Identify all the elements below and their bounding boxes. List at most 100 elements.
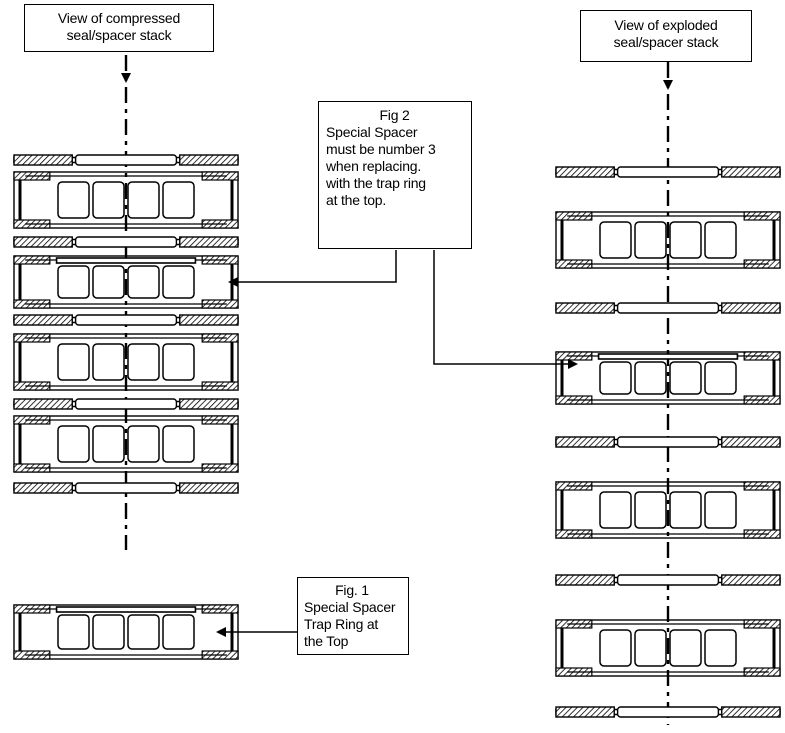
fig2-line-1: Special Spacer xyxy=(326,124,418,140)
spacer xyxy=(13,333,239,391)
spacer xyxy=(555,619,781,677)
spacer-window xyxy=(57,425,90,463)
spacer-window xyxy=(57,614,90,650)
spacer-window xyxy=(127,181,160,219)
spacer-window xyxy=(162,614,195,650)
fig2-leader-to-compressed xyxy=(232,250,397,283)
seal-ring xyxy=(13,482,239,494)
seal-right-end xyxy=(179,482,239,494)
spacer-window xyxy=(669,361,702,395)
spacer-window xyxy=(669,629,702,667)
fig1-line-3: the Top xyxy=(304,633,349,649)
spacer-outline xyxy=(555,619,781,677)
special-spacer xyxy=(555,351,781,405)
seal-right-end xyxy=(179,236,239,248)
compressed-label-line-1: View of compressed xyxy=(57,10,181,26)
spacer-window xyxy=(704,361,737,395)
spacer-window xyxy=(162,343,195,381)
spacer-window xyxy=(599,491,632,529)
spacer-window xyxy=(634,221,667,259)
spacer-outline xyxy=(13,333,239,391)
trap-ring xyxy=(597,353,739,360)
seal-right-end xyxy=(179,154,239,166)
seal-ring xyxy=(13,398,239,410)
spacer-window xyxy=(127,343,160,381)
spacer-window xyxy=(92,425,125,463)
exploded-stack xyxy=(555,62,781,725)
spacer-window xyxy=(127,425,160,463)
spacer-window xyxy=(599,361,632,395)
fig1-spacer-detail xyxy=(13,604,239,660)
exploded-label-line-1: View of exploded xyxy=(614,17,718,33)
spacer-window xyxy=(127,265,160,299)
seal-left-end xyxy=(13,482,73,494)
seal-right-end xyxy=(179,314,239,326)
spacer-window xyxy=(127,614,160,650)
fig1-callout: Fig. 1 Special Spacer Trap Ring at the T… xyxy=(297,577,409,655)
seal-right-end xyxy=(721,166,781,178)
spacer xyxy=(13,171,239,229)
seal-center-bar xyxy=(74,154,178,166)
spacer xyxy=(13,415,239,473)
fig2-line-4: with the trap ring xyxy=(326,175,426,191)
seal-ring xyxy=(555,302,781,314)
special-spacer xyxy=(13,604,239,660)
seal-center-bar xyxy=(616,302,720,314)
fig2-line-3: when replacing. xyxy=(326,158,422,174)
fig1-line-1: Special Spacer xyxy=(304,599,396,615)
seal-right-end xyxy=(721,302,781,314)
seal-ring xyxy=(13,236,239,248)
leader-arrow-head xyxy=(228,277,238,287)
spacer-outline xyxy=(555,351,781,405)
seal-right-end xyxy=(179,398,239,410)
spacer-window xyxy=(57,343,90,381)
spacer-outline xyxy=(13,415,239,473)
spacer-window xyxy=(634,361,667,395)
seal-ring xyxy=(555,574,781,586)
compressed-view-label: View of compressed seal/spacer stack xyxy=(24,4,214,52)
spacer-window xyxy=(704,491,737,529)
spacer-window xyxy=(92,343,125,381)
exploded-label-line-2: seal/spacer stack xyxy=(613,34,719,50)
seal-left-end xyxy=(555,436,615,448)
fig2-leader-to-exploded xyxy=(433,250,568,365)
seal-right-end xyxy=(721,574,781,586)
seal-left-end xyxy=(555,706,615,718)
spacer-window xyxy=(634,491,667,529)
spacer xyxy=(555,211,781,269)
compressed-stack xyxy=(13,55,239,550)
seal-left-end xyxy=(555,302,615,314)
spacer-window xyxy=(57,181,90,219)
fig2-line-2: must be number 3 xyxy=(326,141,436,157)
trap-ring xyxy=(55,606,197,613)
exploded-view-label: View of exploded seal/spacer stack xyxy=(580,10,752,62)
axis-arrow-head xyxy=(663,80,673,90)
seal-right-end xyxy=(721,706,781,718)
spacer-window xyxy=(92,614,125,650)
fig2-title: Fig 2 xyxy=(379,107,410,123)
spacer-window xyxy=(92,265,125,299)
spacer-window xyxy=(599,221,632,259)
seal-right-end xyxy=(721,436,781,448)
axis-arrow-head xyxy=(121,73,131,83)
seal-center-bar xyxy=(616,166,720,178)
spacer-window xyxy=(162,425,195,463)
fig2-callout: Fig 2 Special Spacer must be number 3 wh… xyxy=(318,101,472,249)
seal-ring xyxy=(555,166,781,178)
seal-center-bar xyxy=(616,706,720,718)
fig1-title: Fig. 1 xyxy=(335,582,369,598)
special-spacer xyxy=(13,255,239,309)
fig2-line-5: at the top. xyxy=(326,192,387,208)
seal-ring xyxy=(555,706,781,718)
spacer-window xyxy=(669,491,702,529)
seal-left-end xyxy=(13,314,73,326)
seal-ring xyxy=(13,154,239,166)
compressed-label-line-2: seal/spacer stack xyxy=(66,27,172,43)
seal-center-bar xyxy=(616,436,720,448)
seal-left-end xyxy=(13,154,73,166)
leader-lines xyxy=(216,250,578,637)
spacer-window xyxy=(162,181,195,219)
spacer-outline xyxy=(13,171,239,229)
fig1-line-2: Trap Ring at xyxy=(304,616,379,632)
